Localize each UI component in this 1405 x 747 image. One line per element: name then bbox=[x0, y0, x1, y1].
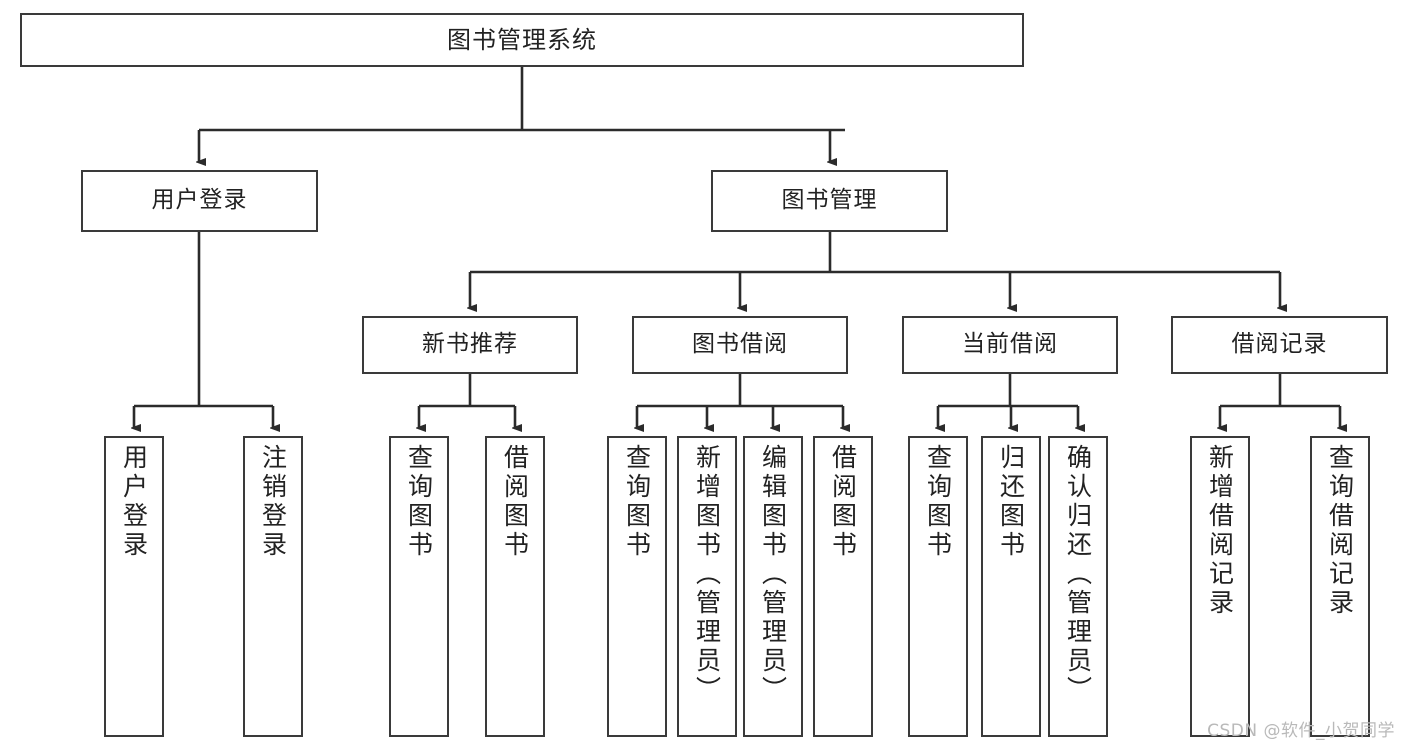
node-label: 图书管理 bbox=[781, 187, 878, 214]
leaf-query-book-current[interactable]: 查询图书 bbox=[908, 436, 968, 737]
leaf-confirm-return-admin[interactable]: 确认归还（管理员） bbox=[1048, 436, 1108, 737]
node-borrow-record[interactable]: 借阅记录 bbox=[1171, 316, 1388, 374]
node-label: 归还图书 bbox=[996, 444, 1026, 560]
node-label: 查询图书 bbox=[622, 444, 652, 560]
leaf-edit-book-admin[interactable]: 编辑图书（管理员） bbox=[743, 436, 803, 737]
leaf-add-borrow-record[interactable]: 新增借阅记录 bbox=[1190, 436, 1250, 737]
node-current-borrow[interactable]: 当前借阅 bbox=[902, 316, 1118, 374]
leaf-add-book-admin[interactable]: 新增图书（管理员） bbox=[677, 436, 737, 737]
node-label: 借阅图书 bbox=[500, 444, 530, 560]
leaf-user-login[interactable]: 用户登录 bbox=[104, 436, 164, 737]
leaf-borrow-book-newbook[interactable]: 借阅图书 bbox=[485, 436, 545, 737]
node-label: 新增图书（管理员） bbox=[692, 444, 722, 705]
leaf-query-borrow-record[interactable]: 查询借阅记录 bbox=[1310, 436, 1370, 737]
node-label: 查询借阅记录 bbox=[1325, 444, 1355, 618]
leaf-query-book-newbook[interactable]: 查询图书 bbox=[389, 436, 449, 737]
node-label: 注销登录 bbox=[258, 444, 288, 560]
node-label: 图书管理系统 bbox=[447, 25, 597, 54]
node-book-management[interactable]: 图书管理 bbox=[711, 170, 948, 232]
node-label: 新书推荐 bbox=[422, 331, 518, 358]
leaf-lend-book[interactable]: 借阅图书 bbox=[813, 436, 873, 737]
node-label: 新增借阅记录 bbox=[1205, 444, 1235, 618]
node-book-borrow[interactable]: 图书借阅 bbox=[632, 316, 848, 374]
node-label: 用户登录 bbox=[151, 187, 248, 214]
node-book-management-system[interactable]: 图书管理系统 bbox=[20, 13, 1024, 67]
node-label: 编辑图书（管理员） bbox=[758, 444, 788, 705]
node-label: 查询图书 bbox=[404, 444, 434, 560]
node-label: 查询图书 bbox=[923, 444, 953, 560]
node-user-login[interactable]: 用户登录 bbox=[81, 170, 318, 232]
leaf-logout[interactable]: 注销登录 bbox=[243, 436, 303, 737]
leaf-return-book[interactable]: 归还图书 bbox=[981, 436, 1041, 737]
node-label: 借阅记录 bbox=[1231, 331, 1328, 358]
leaf-query-book-borrow[interactable]: 查询图书 bbox=[607, 436, 667, 737]
node-label: 借阅图书 bbox=[828, 444, 858, 560]
node-new-book-recommend[interactable]: 新书推荐 bbox=[362, 316, 578, 374]
node-label: 图书借阅 bbox=[692, 331, 788, 358]
watermark: CSDN @软件_小贺同学 bbox=[1207, 721, 1395, 741]
node-label: 当前借阅 bbox=[962, 331, 1058, 358]
node-label: 用户登录 bbox=[119, 444, 149, 560]
node-label: 确认归还（管理员） bbox=[1063, 444, 1093, 705]
